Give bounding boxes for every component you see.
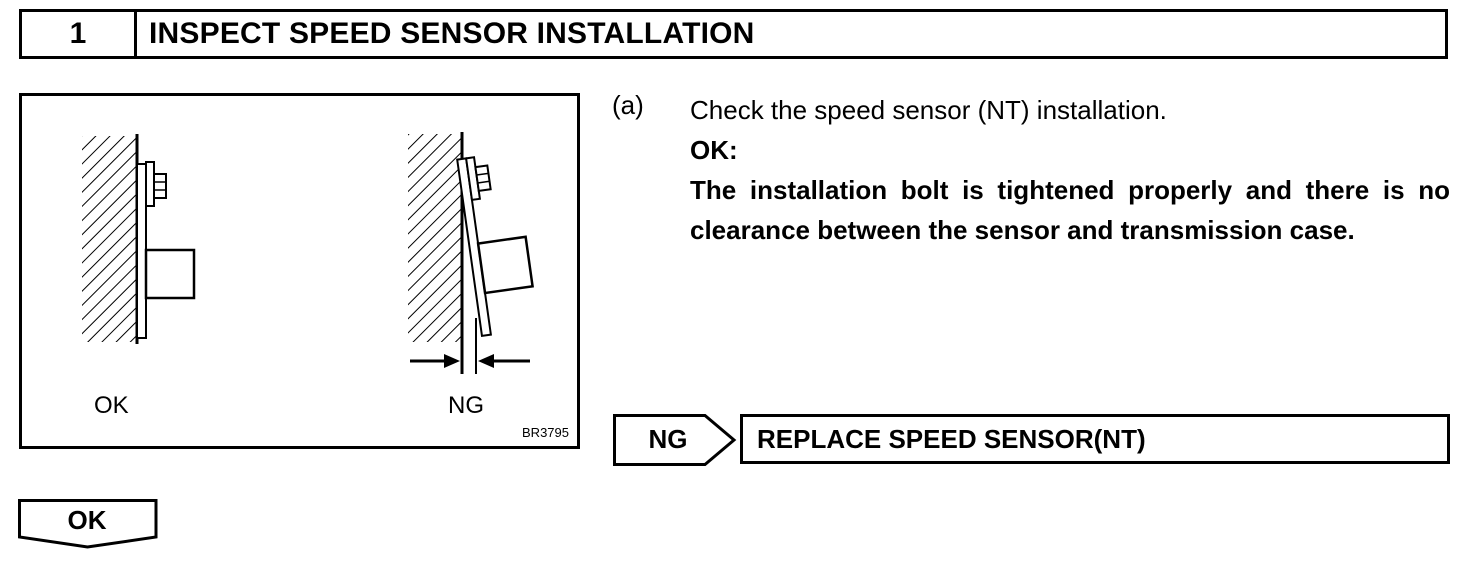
instruction-block: Check the speed sensor (NT) installation… xyxy=(690,90,1450,250)
ng-result-label: NG xyxy=(648,423,688,454)
ok-criterion: The installation bolt is tightened prope… xyxy=(690,175,1450,245)
ng-result-tag xyxy=(613,414,737,466)
figure-ok-label: OK xyxy=(94,392,129,419)
ok-result-tag xyxy=(18,499,158,549)
ng-action-box: REPLACE SPEED SENSOR(NT) xyxy=(740,414,1450,464)
ok-case-wall xyxy=(82,136,137,342)
step-title: INSPECT SPEED SENSOR INSTALLATION xyxy=(149,17,755,50)
step-marker: (a) xyxy=(612,90,644,120)
ok-sensor-flange xyxy=(136,163,147,339)
ok-sensor-body xyxy=(144,248,196,300)
ok-bolt-head xyxy=(153,173,167,199)
figure-code: BR3795 xyxy=(522,425,569,440)
sensor-diagram xyxy=(82,132,534,374)
ng-tilted-sensor xyxy=(456,156,534,337)
ok-bolt-washer xyxy=(145,161,155,207)
ok-result-label: OK xyxy=(67,504,107,535)
ng-case-wall xyxy=(408,134,462,342)
instruction-text: Check the speed sensor (NT) installation… xyxy=(690,95,1167,125)
sensor-illustration: OK NG BR3795 xyxy=(19,93,580,449)
step-number: 1 xyxy=(22,12,137,56)
step-header: 1 INSPECT SPEED SENSOR INSTALLATION xyxy=(19,9,1448,59)
figure-ng-label: NG xyxy=(448,392,484,419)
ok-heading: OK: xyxy=(690,135,738,165)
